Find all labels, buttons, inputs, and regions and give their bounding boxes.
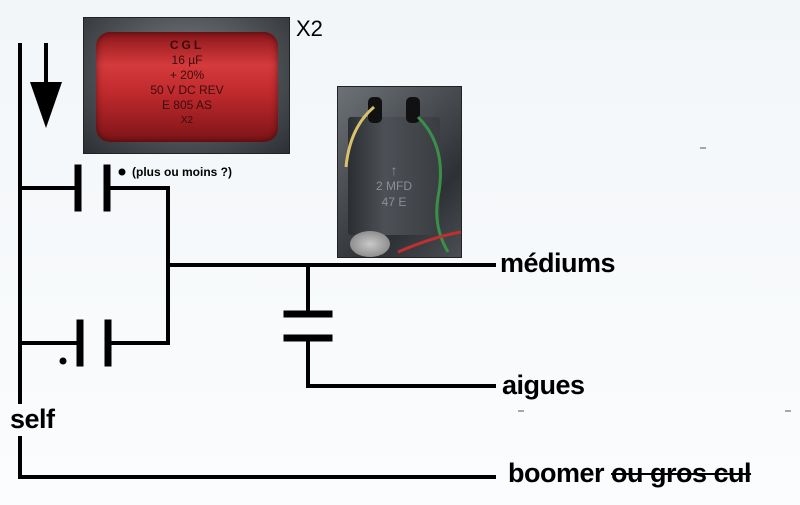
wires-icon <box>344 105 461 254</box>
terminal-left <box>368 97 382 123</box>
red-capacitor-photo: CGL 16 µF + 20% 50 V DC REV E 805 AS X2 <box>83 17 290 154</box>
metal-part <box>350 231 390 257</box>
multiplier-label: X2 <box>296 16 323 41</box>
red-capacitor-body: CGL 16 µF + 20% 50 V DC REV E 805 AS X2 <box>96 32 278 142</box>
red-cap-capacitance: 16 µF <box>171 53 203 67</box>
inductor-label: self <box>10 404 55 434</box>
lower-polarity-dot <box>59 357 67 365</box>
red-cap-suffix: X2 <box>180 115 194 126</box>
polarity-note: (plus ou moins ?) <box>132 165 232 179</box>
woofer-label-struck: ou gros cul <box>611 458 752 488</box>
medium-label: médiums <box>500 248 616 278</box>
red-cap-tolerance: + 20% <box>169 68 205 82</box>
box-capacitor-body: ↑ 2 MFD 47 E <box>348 117 440 235</box>
red-cap-brand: CGL <box>169 38 205 52</box>
upper-polarity-dot <box>118 168 126 176</box>
box-capacitor-photo: ↑ 2 MFD 47 E <box>337 86 462 258</box>
tweeter-label: aigues <box>502 370 585 400</box>
red-cap-code: E 805 AS <box>161 98 213 112</box>
box-cap-code: 47 E <box>381 195 407 209</box>
woofer-label-main: boomer <box>508 458 605 488</box>
terminal-right <box>406 97 420 123</box>
box-cap-arrow-icon: ↑ <box>390 162 398 178</box>
box-cap-rating: 2 MFD <box>376 179 412 193</box>
red-cap-voltage: 50 V DC REV <box>150 83 224 97</box>
woofer-label: boomer ou gros cul <box>508 458 752 489</box>
signal-arrow-head <box>30 82 62 128</box>
